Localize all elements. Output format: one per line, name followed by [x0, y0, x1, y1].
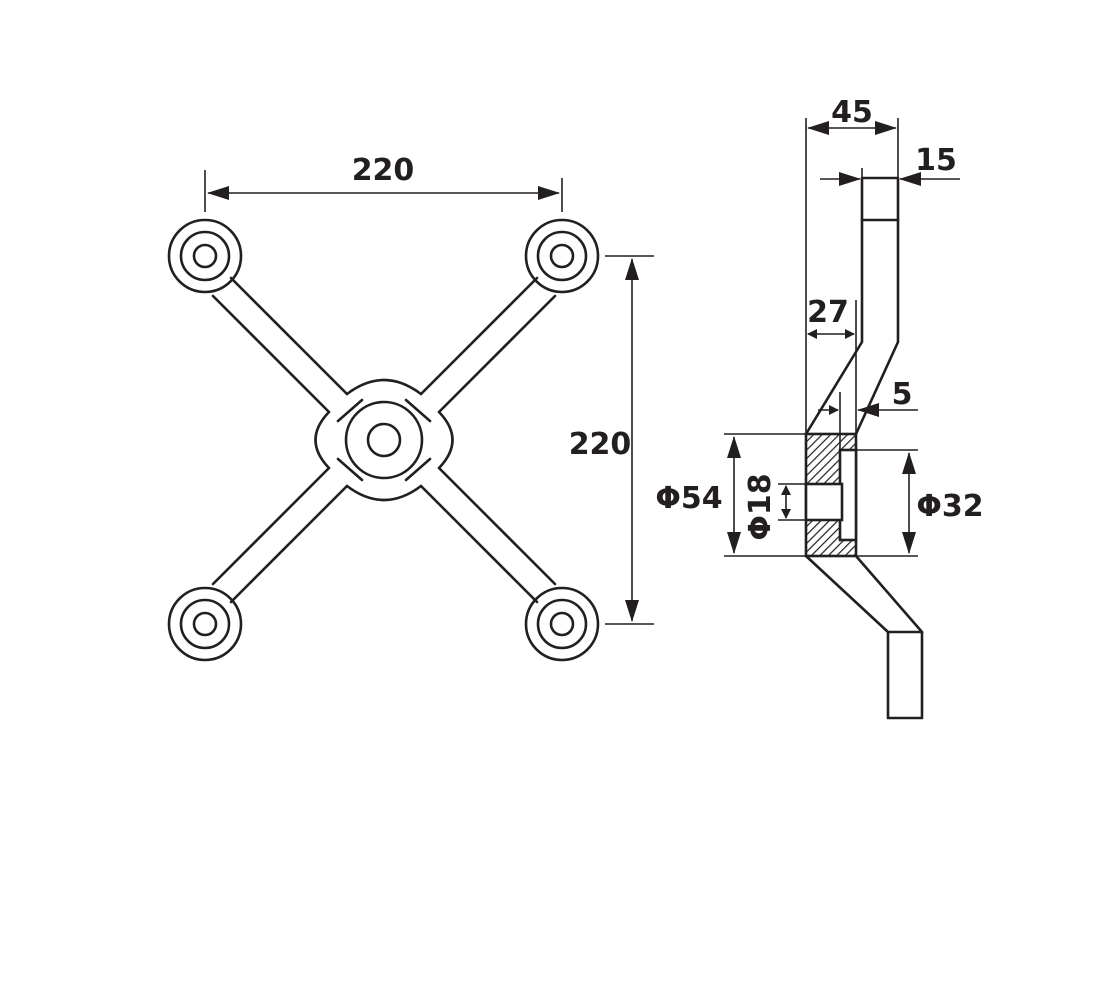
- dimension-counterbore-diameter-label: Φ32: [916, 489, 983, 524]
- dimension-width: 220: [204, 153, 563, 212]
- hub-section: [804, 432, 858, 558]
- dimension-arm-thickness-label: 15: [915, 143, 957, 178]
- dimension-offset-label: 5: [892, 377, 913, 412]
- arm-joint-line-tl: [336, 398, 364, 423]
- dimension-height: 220: [569, 255, 654, 625]
- arm-joint-line-br: [404, 457, 432, 482]
- arm-bottom-left-edge-b: [211, 466, 331, 586]
- dimension-outer-diameter-label: Φ54: [655, 481, 722, 516]
- arm-joint-line-tr: [404, 398, 432, 423]
- center-hub-bore: [366, 422, 402, 458]
- dimension-hub-depth-label: 27: [807, 295, 849, 330]
- dimension-bore-diameter-label: Φ18: [743, 473, 778, 540]
- fitting-bottom-left: [167, 586, 243, 662]
- fitting-top-left: [167, 218, 243, 294]
- dimension-hub-depth: 27: [807, 295, 857, 434]
- spider-arms: [211, 276, 557, 604]
- arm-bottom-right-edge-b: [437, 466, 557, 586]
- dimension-height-label: 220: [569, 427, 632, 462]
- arm-bottom-right-edge-a: [419, 484, 539, 604]
- center-body: [314, 378, 454, 502]
- center-hub-outer: [344, 400, 424, 480]
- arm-top-left-edge-a: [229, 276, 349, 396]
- side-arm-top: [804, 176, 900, 436]
- side-arm-bottom: [804, 554, 924, 720]
- dimension-width-label: 220: [352, 153, 415, 188]
- arm-top-right-edge-b: [437, 294, 557, 414]
- arm-top-left-edge-b: [211, 294, 331, 414]
- arm-joint-line-bl: [336, 457, 364, 482]
- dimension-counterbore-diameter: Φ32: [856, 449, 984, 557]
- arm-bottom-left-edge-a: [229, 484, 349, 604]
- front-view: 220 220: [167, 153, 654, 662]
- side-view: 45 15 27 5 Φ54: [655, 95, 984, 720]
- dimension-offset: 5: [818, 377, 918, 450]
- dimension-outer-diameter: Φ54: [655, 433, 806, 557]
- dimension-arm-thickness: 15: [820, 143, 960, 186]
- dimension-total-depth-label: 45: [831, 95, 873, 130]
- dimension-bore-diameter: Φ18: [743, 473, 806, 541]
- fitting-top-right: [524, 218, 600, 294]
- fitting-bottom-right: [524, 586, 600, 662]
- dimension-total-depth: 45: [805, 95, 899, 434]
- arm-top-right-edge-a: [419, 276, 539, 396]
